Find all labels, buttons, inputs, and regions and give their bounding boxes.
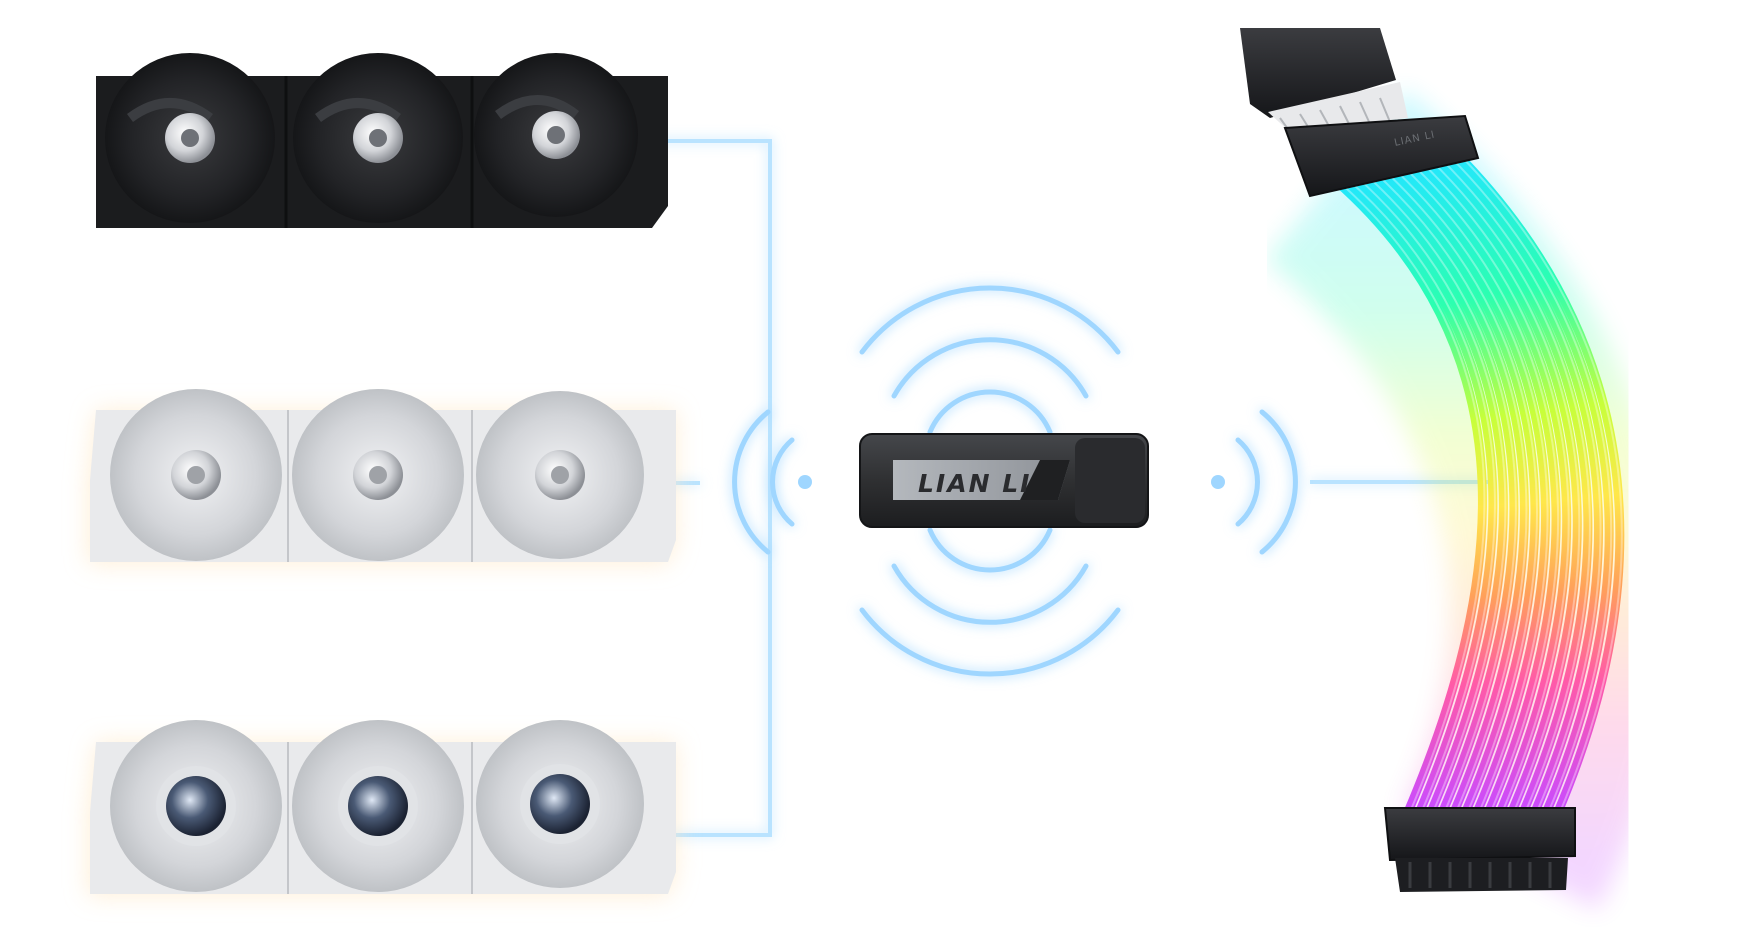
fan-hub-mirror (348, 776, 408, 836)
signal-dot-right (1211, 475, 1225, 489)
cable-strand-highlight (1391, 166, 1549, 813)
cable-strand (1450, 147, 1625, 817)
cable-strand (1422, 153, 1593, 817)
cable-strand (1413, 156, 1582, 817)
cable-bottom-connector (1383, 807, 1576, 892)
cable-strand-highlight (1456, 151, 1623, 813)
fan-group-white (88, 389, 676, 564)
fan-group-black (96, 53, 668, 228)
cable-strand (1385, 162, 1550, 817)
signal-dot-left (798, 475, 812, 489)
fan-group-white-mirror (88, 720, 676, 896)
cable-strand-highlight (1382, 168, 1538, 813)
cable-strand-highlight (1336, 179, 1486, 813)
cable-top-connector: LIAN LI (1240, 27, 1480, 198)
cable-strand-highlight (1419, 159, 1581, 813)
cable-strand-highlight (1400, 163, 1560, 813)
cable-strand-highlight (1345, 176, 1496, 813)
cable-strand (1367, 166, 1529, 817)
cable-strand (1432, 151, 1604, 817)
cable-strand (1404, 158, 1572, 817)
cable-strand (1358, 169, 1519, 817)
cable-strand (1376, 164, 1540, 817)
dongle-brand-label: LIAN LI (918, 469, 1031, 498)
cable-strand-highlight (1428, 157, 1591, 813)
fan-hub-mirror (166, 776, 226, 836)
cable-strand-highlight (1437, 155, 1602, 813)
cable-strand (1395, 160, 1561, 817)
cable-strand (1348, 171, 1508, 817)
cable-strand-highlight (1446, 153, 1613, 813)
cable-strand (1339, 173, 1498, 817)
wireless-dongle: LIAN LI (859, 433, 1149, 528)
cable-strand (1330, 175, 1487, 817)
cable-strand-highlight (1363, 172, 1517, 813)
fan-hub-mirror (530, 774, 590, 834)
cable-strand-highlight (1354, 174, 1507, 813)
rgb-cable: LIAN LI (1240, 27, 1671, 910)
cable-strand-highlight (1372, 170, 1528, 813)
cable-strand (1441, 149, 1614, 817)
signal-waves (732, 285, 1298, 677)
cable-strand-highlight (1409, 161, 1570, 813)
